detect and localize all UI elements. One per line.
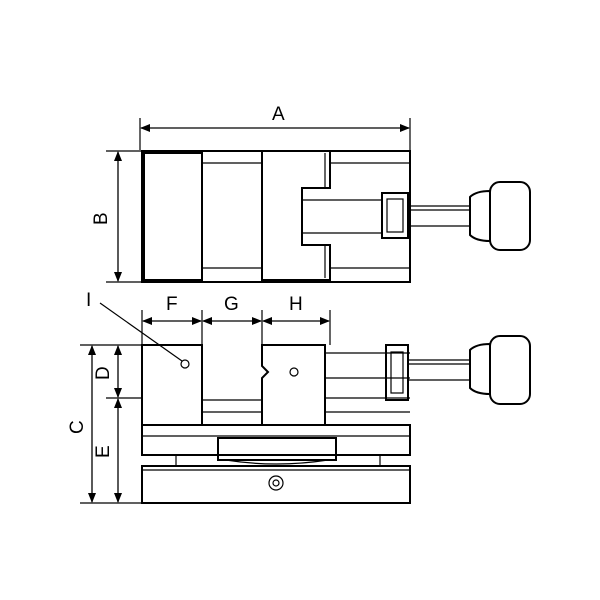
front-body-plate — [141, 424, 411, 456]
dimension-i-leader — [99, 302, 183, 362]
front-spindle-block — [385, 344, 409, 401]
top-handle-collar — [469, 189, 491, 243]
top-handle-knob — [489, 181, 531, 251]
top-fixed-jaw — [143, 152, 203, 281]
label-a: A — [272, 104, 285, 125]
front-base — [141, 465, 411, 504]
label-i: I — [86, 290, 91, 311]
label-d: D — [93, 366, 114, 380]
top-movable-jaw — [261, 151, 331, 281]
label-h: H — [289, 294, 303, 315]
front-view — [141, 335, 531, 504]
front-movable-jaw-pin — [289, 367, 299, 377]
front-handle-knob — [489, 335, 531, 405]
label-c: C — [67, 420, 88, 434]
front-fixed-jaw-pin — [180, 359, 190, 369]
front-fixed-jaw — [141, 344, 203, 426]
label-g: G — [224, 294, 239, 315]
top-spindle-block — [381, 192, 409, 239]
front-movable-jaw — [261, 344, 326, 426]
dimension-labels: A B F G H I C D E — [67, 104, 303, 458]
front-base-bolt — [268, 475, 284, 491]
top-view-body — [141, 150, 411, 283]
label-e: E — [93, 445, 114, 458]
dimension-lines — [80, 118, 411, 504]
label-f: F — [166, 294, 178, 315]
top-view — [141, 150, 531, 283]
label-b: B — [91, 212, 112, 225]
front-handle-collar — [469, 342, 491, 396]
